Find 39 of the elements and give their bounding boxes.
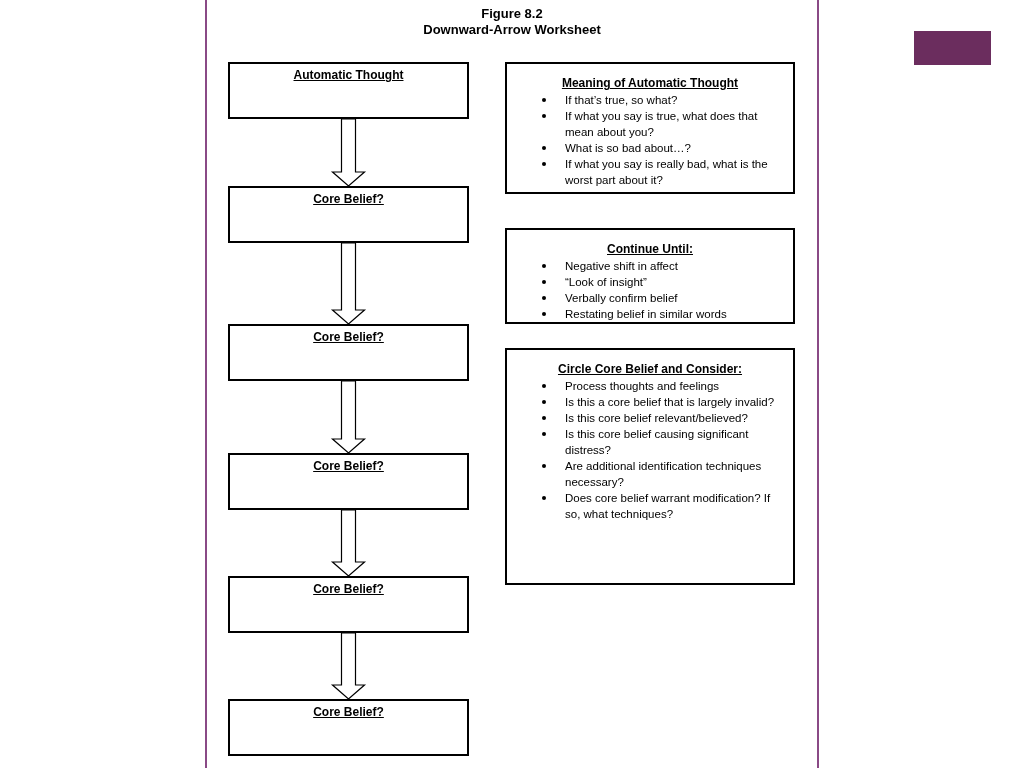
box-heading: Core Belief? (313, 192, 384, 207)
down-arrow (330, 509, 367, 577)
box-heading: Meaning of Automatic Thought (561, 76, 739, 91)
bullet-text: Restating belief in similar words (565, 307, 728, 322)
bullet-text: Negative shift in affect (565, 259, 679, 274)
box-heading: Core Belief? (313, 705, 384, 720)
down-arrow (330, 632, 367, 700)
bullet-text: If that’s true, so what? (565, 93, 679, 108)
worksheet-box (228, 453, 469, 510)
worksheet-box (228, 62, 469, 119)
bullet-text: If what you say is really bad, what is the worst part about it? (565, 157, 769, 188)
instruction-box (505, 228, 795, 324)
bullet-text: Are additional identification techniques necessary? (565, 459, 763, 490)
bullet-text: Process thoughts and feelings (565, 379, 721, 394)
worksheet-box (228, 699, 469, 756)
bullet-text: Is this core belief relevant/believed? (565, 411, 749, 426)
bullet-text: “Look of insight” (565, 275, 648, 290)
bullet-text: What is so bad about…? (565, 141, 692, 156)
down-arrow (330, 118, 367, 187)
box-heading: Core Belief? (313, 582, 384, 597)
worksheet-box (228, 186, 469, 243)
title: Downward-Arrow Worksheet (423, 22, 601, 38)
bullet-text: If what you say is true, what does that mean about you? (565, 109, 759, 140)
box-heading: Continue Until: (607, 242, 693, 257)
instruction-box (505, 348, 795, 585)
worksheet-box (228, 576, 469, 633)
instruction-box (505, 62, 795, 194)
box-heading: Circle Core Belief and Consider: (557, 362, 742, 377)
box-heading: Core Belief? (313, 459, 384, 474)
down-arrow (330, 242, 367, 325)
bullet-text: Verbally confirm belief (565, 291, 679, 306)
bullet-text: Does core belief warrant modification? If so, what techniques? (565, 491, 772, 522)
box-heading: Core Belief? (313, 330, 384, 345)
box-heading: Automatic Thought (293, 68, 404, 83)
figure-number: Figure 8.2 (481, 6, 543, 22)
down-arrow (330, 380, 367, 454)
worksheet-box (228, 324, 469, 381)
bullet-text: Is this core belief causing significant distress? (565, 427, 750, 458)
bullet-text: Is this a core belief that is largely invalid? (565, 395, 776, 410)
